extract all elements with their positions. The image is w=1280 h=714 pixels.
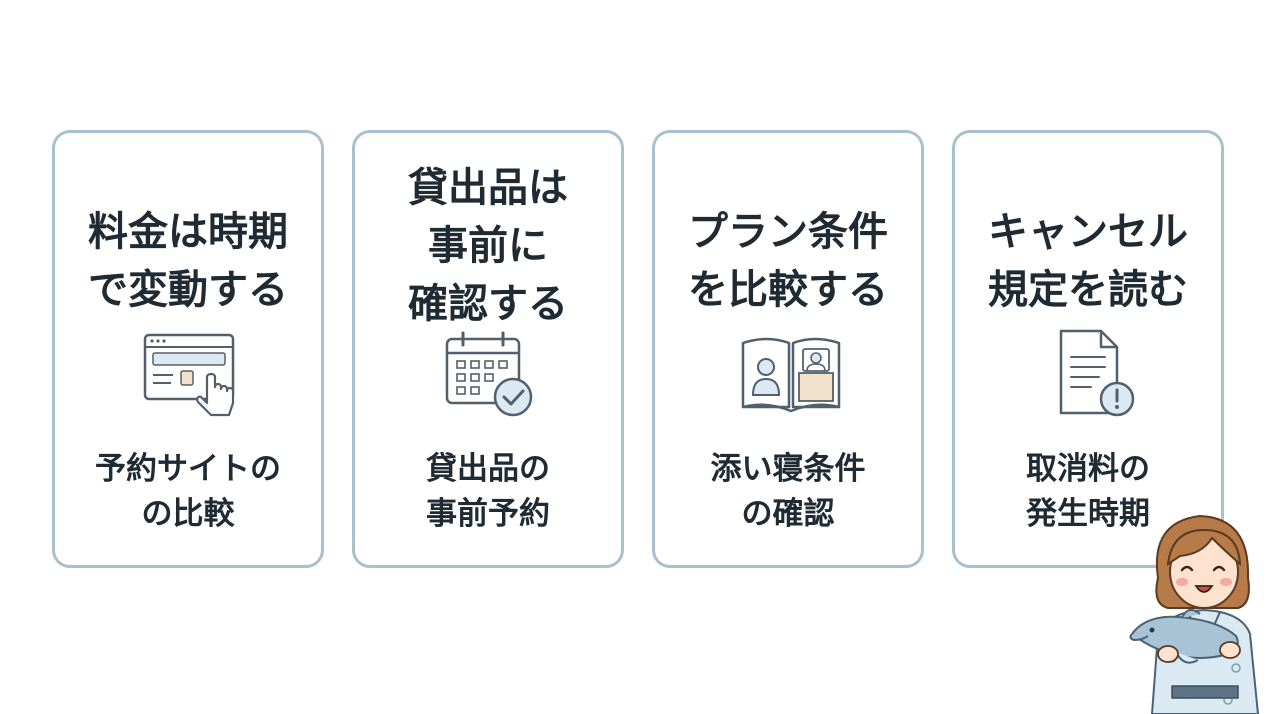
girl-with-dolphin-icon bbox=[1129, 514, 1260, 714]
card-caption: 取消料の 発生時期 bbox=[1026, 451, 1150, 532]
card-cancellation: キャンセル 規定を読む 取消料の 発生時期 bbox=[952, 130, 1224, 568]
card-title: 料金は時期 で変動する bbox=[88, 209, 288, 313]
card-rentals: 貸出品は 事前に 確認する 貸出品の 事前予約 bbox=[352, 130, 624, 568]
card-title: 貸出品は 事前に 確認する bbox=[408, 165, 568, 327]
card-caption: 予約サイトの の比較 bbox=[95, 451, 281, 532]
browser-click-icon bbox=[143, 333, 235, 417]
card-caption: 添い寝条件 の確認 bbox=[710, 451, 866, 532]
card-pricing: 料金は時期 で変動する 予約サイトの の比較 bbox=[52, 130, 324, 568]
card-plans: プラン条件 を比較する 添い寝条件 の確認 bbox=[652, 130, 924, 568]
card-title: プラン条件 を比較する bbox=[688, 209, 888, 313]
document-warning-icon bbox=[1059, 329, 1135, 417]
card-title: キャンセル 規定を読む bbox=[988, 209, 1188, 313]
card-caption: 貸出品の 事前予約 bbox=[426, 451, 550, 532]
open-book-icon bbox=[741, 337, 841, 413]
calendar-check-icon bbox=[445, 331, 533, 417]
